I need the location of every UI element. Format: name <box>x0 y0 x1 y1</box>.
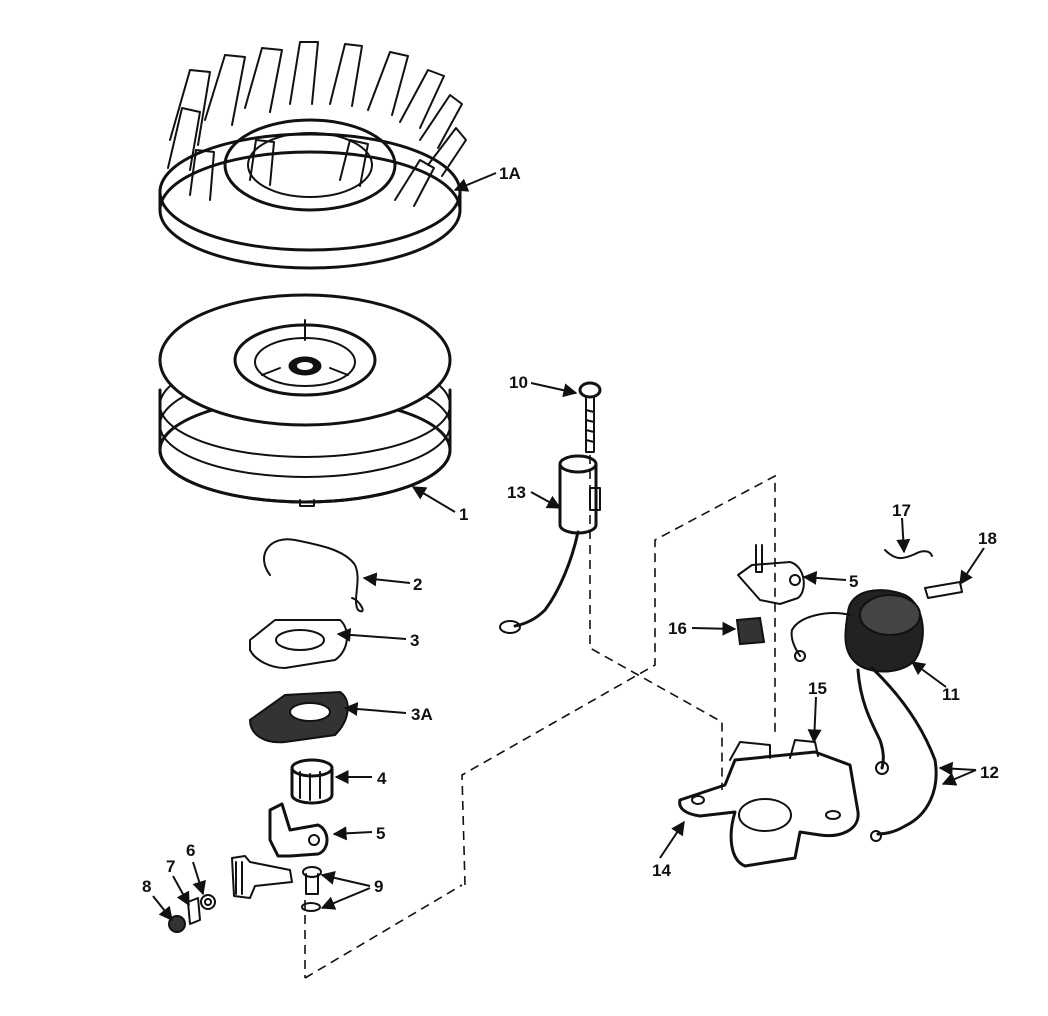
callout-17: 17 <box>892 501 911 520</box>
spring-clip-part <box>884 549 933 560</box>
callout-7: 7 <box>166 857 175 876</box>
callout-3: 3 <box>410 631 419 650</box>
callout-2: 2 <box>413 575 422 594</box>
bearing-part <box>290 758 334 805</box>
callout-5-upper: 5 <box>849 572 858 591</box>
callout-6: 6 <box>186 841 195 860</box>
callout-12: 12 <box>980 763 999 782</box>
callout-11: 11 <box>942 685 960 704</box>
clip-part <box>187 897 201 925</box>
leader-lines <box>152 172 985 922</box>
upper-bracket-part <box>737 544 805 605</box>
coil-part <box>790 589 924 673</box>
callout-1: 1 <box>459 505 468 524</box>
callout-1a: 1A <box>499 164 521 183</box>
lower-bracket-part <box>268 802 329 858</box>
wedge-part <box>735 616 766 646</box>
callout-4: 4 <box>377 769 387 788</box>
callout-10: 10 <box>509 373 528 392</box>
gasket-part <box>248 690 349 744</box>
callout-16: 16 <box>668 619 687 638</box>
callout-8: 8 <box>142 877 151 896</box>
callout-13: 13 <box>507 483 526 502</box>
callout-15: 15 <box>808 679 827 698</box>
alignment-dashed-lines <box>304 455 776 979</box>
magneto-housing-part <box>678 739 860 868</box>
nut-part <box>168 915 186 933</box>
callout-labels: 1A 1 2 3 3A 4 5 6 7 8 9 10 13 5 16 17 18… <box>142 164 999 896</box>
washer-part <box>200 894 216 910</box>
plate-part <box>249 619 348 669</box>
upper-screw-part <box>578 381 602 453</box>
callout-18: 18 <box>978 529 997 548</box>
breaker-point-part <box>231 855 293 899</box>
flywheel-screen-part <box>158 41 467 270</box>
condenser-part <box>499 454 601 634</box>
coil-leads-part <box>856 666 938 842</box>
callout-9: 9 <box>374 877 383 896</box>
key-part <box>924 581 963 599</box>
callout-14: 14 <box>652 861 671 880</box>
callout-3a: 3A <box>411 705 433 724</box>
flywheel-part <box>158 293 452 507</box>
spring-part <box>263 538 364 613</box>
callout-5-lower: 5 <box>376 824 385 843</box>
